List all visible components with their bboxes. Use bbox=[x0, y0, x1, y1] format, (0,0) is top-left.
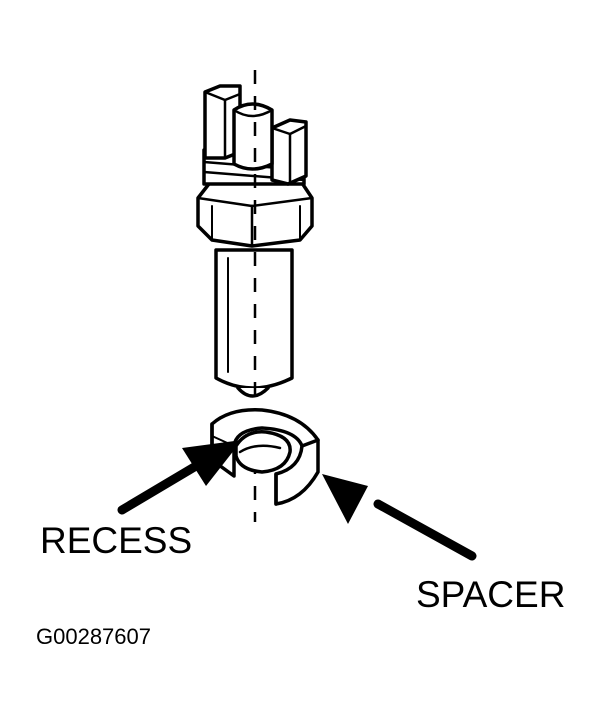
recess-arrow bbox=[117, 440, 242, 515]
spacer-part bbox=[210, 408, 320, 506]
recess-hole bbox=[234, 430, 292, 474]
spacer-arrow bbox=[322, 474, 477, 561]
top-plunger bbox=[232, 102, 274, 171]
recess-label: RECESS bbox=[40, 520, 192, 561]
plunger-cylinder bbox=[214, 248, 294, 390]
spacer-label: SPACER bbox=[416, 574, 565, 615]
plunger-tip bbox=[236, 386, 270, 398]
figure-id-label: G00287607 bbox=[36, 624, 151, 649]
